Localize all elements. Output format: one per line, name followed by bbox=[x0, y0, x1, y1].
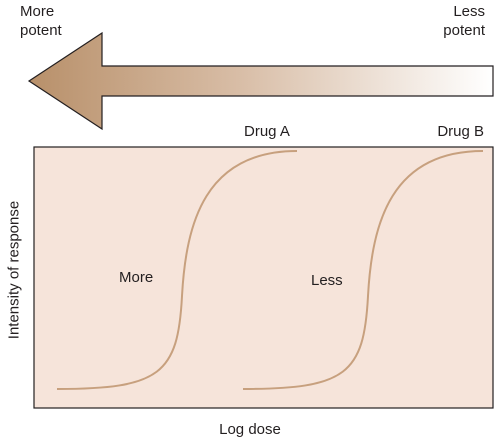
x-axis-label: Log dose bbox=[219, 421, 281, 438]
drug-b-curve bbox=[242, 150, 484, 390]
less-potent-label: Less potent bbox=[443, 2, 485, 40]
less-potent-line-1: Less bbox=[453, 3, 485, 20]
less-potent-line-2: potent bbox=[443, 22, 485, 39]
potency-arrow bbox=[27, 31, 494, 131]
drug-b-label: Drug B bbox=[437, 123, 484, 140]
drug-a-label: Drug A bbox=[244, 123, 290, 140]
y-axis-label: Intensity of response bbox=[5, 200, 23, 340]
curve-a-inner-label: More bbox=[119, 269, 154, 286]
plot-area bbox=[33, 146, 494, 409]
more-potent-label: More potent bbox=[20, 2, 62, 40]
more-potent-line-2: potent bbox=[20, 22, 62, 39]
more-potent-line-1: More bbox=[20, 3, 55, 20]
curve-b-inner-label: Less bbox=[311, 272, 343, 289]
drug-a-curve bbox=[56, 150, 298, 390]
